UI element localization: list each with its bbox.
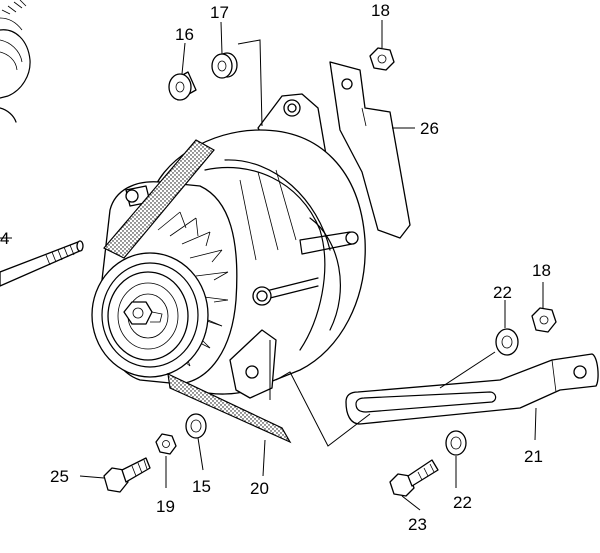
- nut-18-right: [531, 307, 557, 333]
- callout-17: 17: [210, 3, 229, 22]
- callout-18-top: 18: [371, 1, 390, 20]
- callout-23: 23: [408, 515, 427, 534]
- callout-4: 4: [0, 229, 9, 248]
- callout-18-right: 18: [532, 261, 551, 280]
- spacer-16: [168, 71, 197, 101]
- callout-25: 25: [50, 467, 69, 486]
- engine-fragment: [0, 0, 31, 123]
- callout-19: 19: [156, 497, 175, 516]
- callout-22-top: 22: [493, 283, 512, 302]
- spacer-17: [211, 52, 238, 79]
- callout-labels: 17 18 16 26 4 22 18 21 25 19 15 20 22 23: [0, 1, 551, 534]
- callout-26: 26: [420, 119, 439, 138]
- bolt-23: [389, 459, 439, 497]
- callout-20: 20: [250, 479, 269, 498]
- callout-15: 15: [192, 477, 211, 496]
- bolt-25: [103, 457, 151, 493]
- washer-22-bottom: [445, 430, 467, 456]
- callout-16: 16: [175, 25, 194, 44]
- nut-18-top: [369, 47, 395, 71]
- adjusting-bracket-21: [345, 353, 599, 425]
- callout-21: 21: [524, 447, 543, 466]
- alternator: [91, 93, 366, 399]
- washer-15: [185, 413, 207, 439]
- washer-22-top: [495, 328, 519, 356]
- nut-19: [155, 433, 177, 455]
- long-stud: [0, 240, 84, 287]
- mounting-bracket-26: [329, 61, 411, 239]
- v-belt-20: [103, 139, 292, 444]
- leader-lines: [0, 20, 544, 511]
- callout-22-bottom: 22: [453, 493, 472, 512]
